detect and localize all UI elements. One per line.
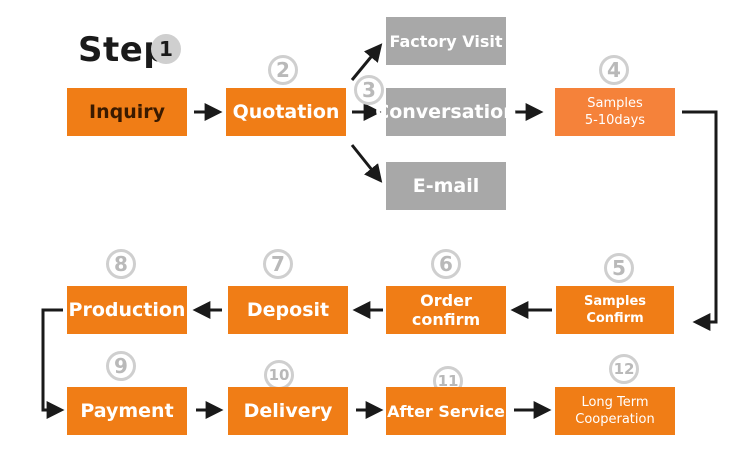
connector-production-to-payment [41, 308, 65, 419]
step-factory-visit-box: Factory Visit [386, 17, 506, 65]
step-number-badge: 2 [268, 55, 298, 85]
step-conversation-box: Conversation [375, 88, 517, 136]
step-number-badge: 6 [431, 249, 461, 279]
step-number-badge: 3 [354, 75, 384, 105]
step-after-service-box: After Service [386, 387, 506, 435]
arrow-quotation-factory [350, 43, 383, 81]
step-number-badge: 10 [264, 360, 294, 390]
step-samples-confirm-box: Samples Confirm [556, 286, 674, 334]
step-email-box: E-mail [386, 162, 506, 210]
step-number-badge: 12 [609, 354, 639, 384]
step-number-badge: 7 [263, 249, 293, 279]
step-quotation-box: Quotation [226, 88, 346, 136]
step-number-badge: 5 [604, 253, 634, 283]
step-number-badge: 4 [599, 55, 629, 85]
step-inquiry-box: Inquiry [67, 88, 187, 136]
step-long-term-box: Long Term Cooperation [555, 387, 675, 435]
step-samples-box: Samples 5-10days [555, 88, 675, 136]
step-payment-box: Payment [67, 387, 187, 435]
step-number-badge: 9 [106, 351, 136, 381]
step-deposit-box: Deposit [228, 286, 348, 334]
step-order-confirm-box: Order confirm [386, 286, 506, 334]
step-production-box: Production [67, 286, 187, 334]
arrow-quotation-email [350, 144, 383, 183]
connector-samples-to-confirm [682, 110, 718, 331]
step-title-number-badge: 1 [151, 34, 181, 64]
step-number-badge: 8 [106, 249, 136, 279]
step-delivery-box: Delivery [228, 387, 348, 435]
